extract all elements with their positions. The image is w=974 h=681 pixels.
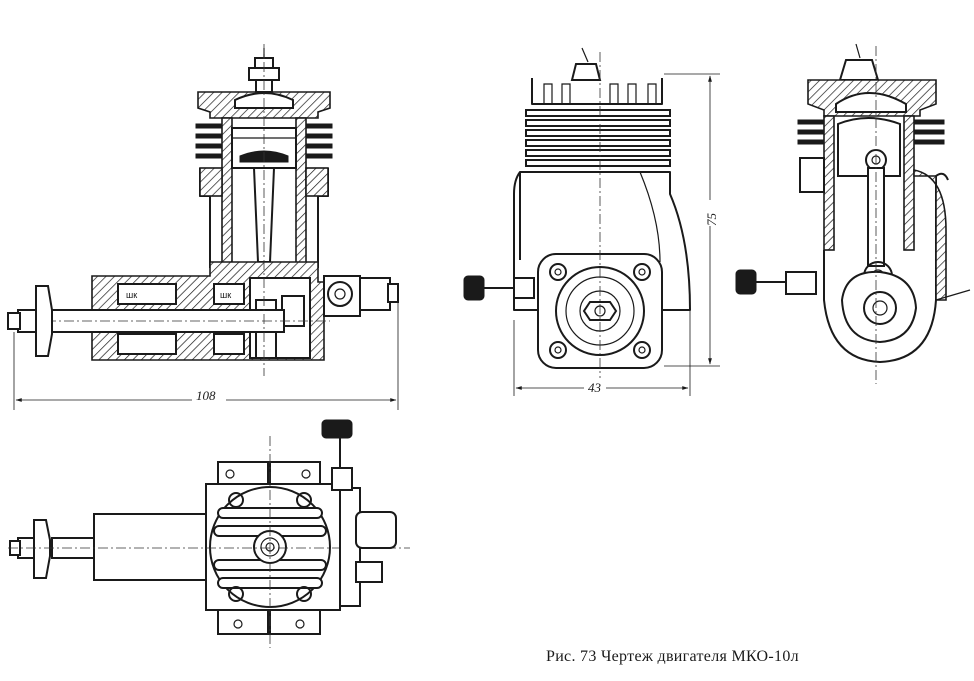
- side-section-view: шк шк 108: [7, 44, 399, 410]
- dimension-crankcase-width: 43: [588, 380, 602, 395]
- transverse-fins: [797, 119, 945, 145]
- dimension-total-length: 108: [196, 388, 216, 403]
- bearing-label-left: шк: [126, 290, 137, 300]
- plan-view: [8, 419, 410, 648]
- figure-caption: Рис. 73 Чертеж двигателя МКО-10л: [546, 648, 799, 665]
- transverse-section-view: [735, 43, 971, 384]
- dimension-height: 75: [704, 213, 719, 227]
- front-view: 43 75: [463, 47, 720, 396]
- bearing-label-right: шк: [220, 290, 231, 300]
- front-cylinder-fins: [525, 109, 671, 167]
